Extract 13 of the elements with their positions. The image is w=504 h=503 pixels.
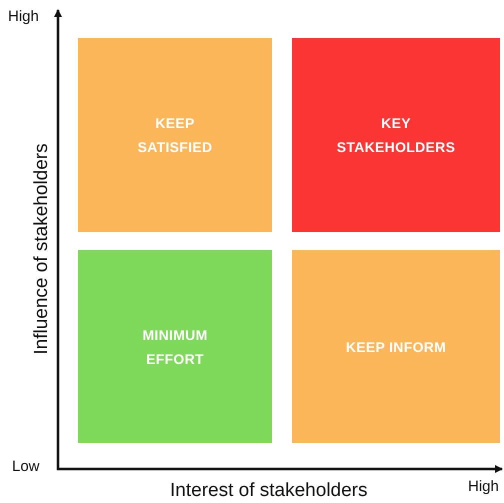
quadrant-box [292, 38, 500, 232]
quadrant-box [78, 38, 272, 232]
axis-title: Interest of stakeholders [170, 480, 368, 502]
axis-title: Influence of stakeholders [31, 142, 53, 357]
quadrant-label: KEY STAKEHOLDERS [336, 114, 456, 157]
quadrant-label: MINIMUM EFFORT [141, 326, 209, 368]
axis-end-label: High [468, 478, 499, 495]
axis-end-label: High [8, 8, 39, 25]
quadrant-label: KEEP INFORM [346, 338, 446, 356]
axis-end-label: Low [12, 458, 40, 475]
quadrant-box [292, 250, 500, 443]
quadrant-label: KEEP SATISFIED [136, 114, 214, 157]
quadrant-box [78, 250, 272, 443]
